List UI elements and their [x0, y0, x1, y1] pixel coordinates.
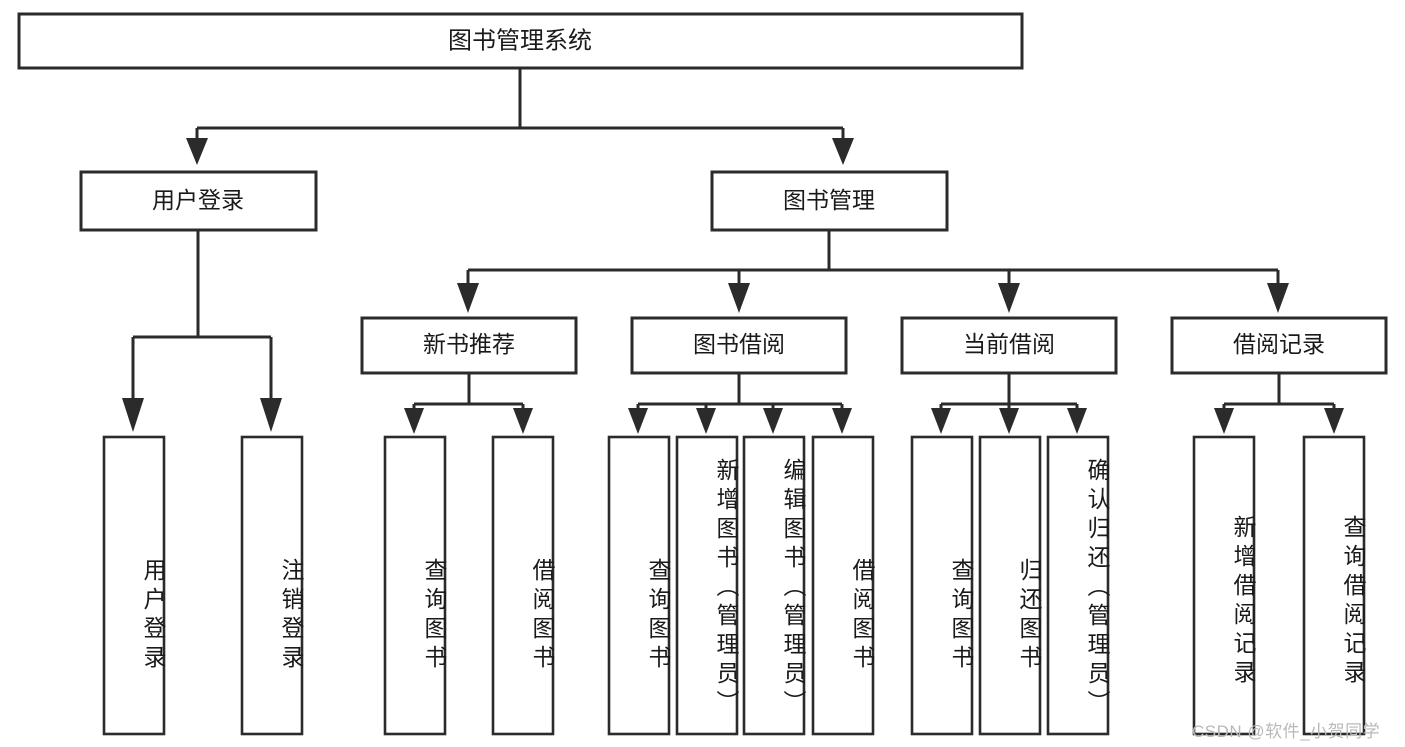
node-book-borrow[interactable]: 图书借阅	[630, 316, 848, 375]
connector-current-borrow-to-leaves	[931, 373, 1087, 434]
connector-borrow-record-to-leaves	[1214, 373, 1344, 434]
arrow-head-icon	[696, 408, 716, 434]
leaf-box-query-book-rec[interactable]	[383, 435, 447, 736]
new-book-recommend-box-rect	[360, 316, 578, 375]
node-new-book-recommend[interactable]: 新书推荐	[360, 316, 578, 375]
root-box-label: 图书管理系统	[448, 27, 592, 54]
arrow-head-icon	[1067, 408, 1087, 434]
arrow-head-icon	[931, 408, 951, 434]
node-root[interactable]: 图书管理系统	[17, 12, 1024, 70]
arrow-head-icon	[763, 408, 783, 434]
current-borrow-box-label: 当前借阅	[963, 331, 1055, 357]
book-manage-box-label: 图书管理	[783, 187, 875, 213]
arrow-head-icon	[832, 138, 854, 165]
arrow-head-icon	[260, 398, 282, 432]
node-user-login[interactable]: 用户登录	[79, 170, 318, 232]
leaf-box-add-book-admin[interactable]	[675, 435, 739, 736]
arrow-head-icon	[832, 408, 852, 434]
book-borrow-box-label: 图书借阅	[693, 331, 785, 357]
arrow-head-icon	[1324, 408, 1344, 434]
current-borrow-box-rect	[900, 316, 1118, 375]
leaf-box-logout[interactable]	[240, 435, 304, 736]
leaf-box-query-book-borrow[interactable]	[607, 435, 671, 736]
node-borrow-record[interactable]: 借阅记录	[1170, 316, 1388, 375]
leaf-box-query-book-current[interactable]	[910, 435, 974, 736]
arrow-head-icon	[404, 408, 424, 434]
leaf-box-edit-book-admin[interactable]	[742, 435, 806, 736]
leaf-box-add-borrow-record[interactable]	[1192, 435, 1256, 736]
leaf-box-query-borrow-record[interactable]	[1302, 435, 1366, 736]
node-book-manage[interactable]: 图书管理	[710, 170, 949, 232]
connector-user-login-to-leaves	[122, 230, 282, 432]
connector-book-borrow-to-leaves	[628, 373, 852, 434]
leaf-box-user-login[interactable]	[102, 435, 166, 736]
root-box-rect	[17, 12, 1024, 70]
arrow-head-icon	[186, 138, 208, 165]
arrow-head-icon	[999, 408, 1019, 434]
connector-root-to-level2	[186, 68, 854, 165]
arrow-head-icon	[122, 398, 144, 432]
user-login-box-rect	[79, 170, 318, 232]
leaf-box-borrow-book[interactable]	[811, 435, 875, 736]
leaf-box-confirm-return-admin[interactable]	[1046, 435, 1110, 736]
arrow-head-icon	[457, 283, 479, 313]
node-current-borrow[interactable]: 当前借阅	[900, 316, 1118, 375]
connector-new-book-recommend-to-leaves	[404, 373, 533, 434]
leaf-box-borrow-book-rec[interactable]	[491, 435, 555, 736]
user-login-box-label: 用户登录	[152, 187, 244, 213]
watermark-text: CSDN @软件_小贺同学	[1192, 722, 1381, 741]
arrow-head-icon	[998, 283, 1020, 313]
new-book-recommend-box-label: 新书推荐	[423, 331, 515, 357]
connector-book-manage-to-level3	[457, 230, 1289, 313]
leaf-box-return-book[interactable]	[978, 435, 1042, 736]
arrow-head-icon	[1267, 283, 1289, 313]
borrow-record-box-label: 借阅记录	[1233, 331, 1325, 357]
arrow-head-icon	[728, 283, 750, 313]
arrow-head-icon	[628, 408, 648, 434]
arrow-head-icon	[513, 408, 533, 434]
arrow-head-icon	[1214, 408, 1234, 434]
